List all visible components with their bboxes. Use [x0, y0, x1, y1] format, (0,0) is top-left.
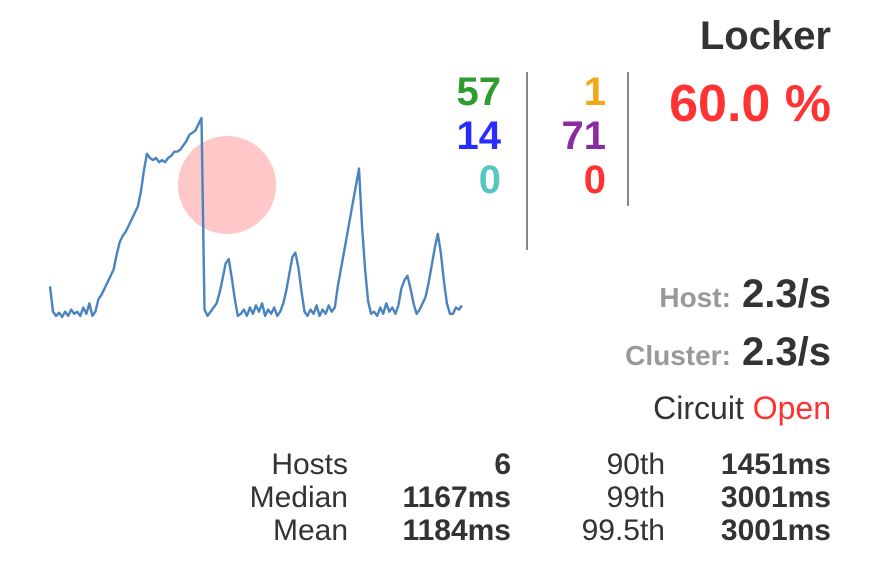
bad-request-count: 0: [478, 158, 501, 202]
p995-value: 3001ms: [720, 514, 831, 547]
cluster-rate-label: Cluster:: [625, 340, 731, 371]
p90-value: 1451ms: [720, 448, 831, 481]
counts-divider-right: [627, 72, 629, 206]
circuit-status-line: Circuit Open: [653, 390, 831, 427]
counts-divider-left: [526, 72, 528, 250]
stat-label: Hosts: [271, 448, 348, 481]
stat-label: Median: [249, 481, 348, 514]
short-circuited-count: 14: [456, 114, 502, 158]
request-rate-sparkline: [48, 116, 463, 319]
card-title: Locker: [699, 14, 831, 58]
p99-value: 3001ms: [720, 481, 831, 514]
stat-label: 90th: [606, 448, 665, 481]
host-rate-value: 2.3/s: [742, 272, 831, 316]
mean-value: 1184ms: [402, 514, 511, 547]
stats-right-values: 1451ms 3001ms 3001ms: [721, 448, 831, 547]
host-rate-label: Host:: [659, 282, 731, 313]
health-circle: [178, 136, 276, 234]
stat-label: 99.5th: [581, 514, 665, 547]
stat-label: Mean: [272, 514, 348, 547]
failure-count: 0: [583, 158, 606, 202]
rejected-count: 71: [561, 114, 607, 158]
circuit-label: Circuit: [653, 390, 744, 426]
median-value: 1167ms: [402, 481, 511, 514]
host-rate: Host: 2.3/s: [659, 272, 831, 317]
hosts-value: 6: [494, 448, 511, 481]
stats-right-labels: 90th 99th 99.5th: [582, 448, 665, 547]
sparkline-series-line: [48, 116, 463, 319]
counts-column-right: 1 71 0: [506, 70, 607, 202]
timeout-count: 1: [583, 70, 606, 114]
cluster-rate: Cluster: 2.3/s: [625, 330, 831, 375]
error-percentage: 60.0 %: [669, 75, 831, 133]
success-count: 57: [456, 70, 502, 114]
circuit-status: Open: [752, 390, 831, 426]
stats-left-labels: Hosts Median Mean: [250, 448, 348, 547]
stats-left-values: 6 1167ms 1184ms: [403, 448, 511, 547]
counts-column-left: 57 14 0: [401, 70, 502, 202]
cluster-rate-value: 2.3/s: [742, 330, 831, 374]
stat-label: 99th: [606, 481, 665, 514]
